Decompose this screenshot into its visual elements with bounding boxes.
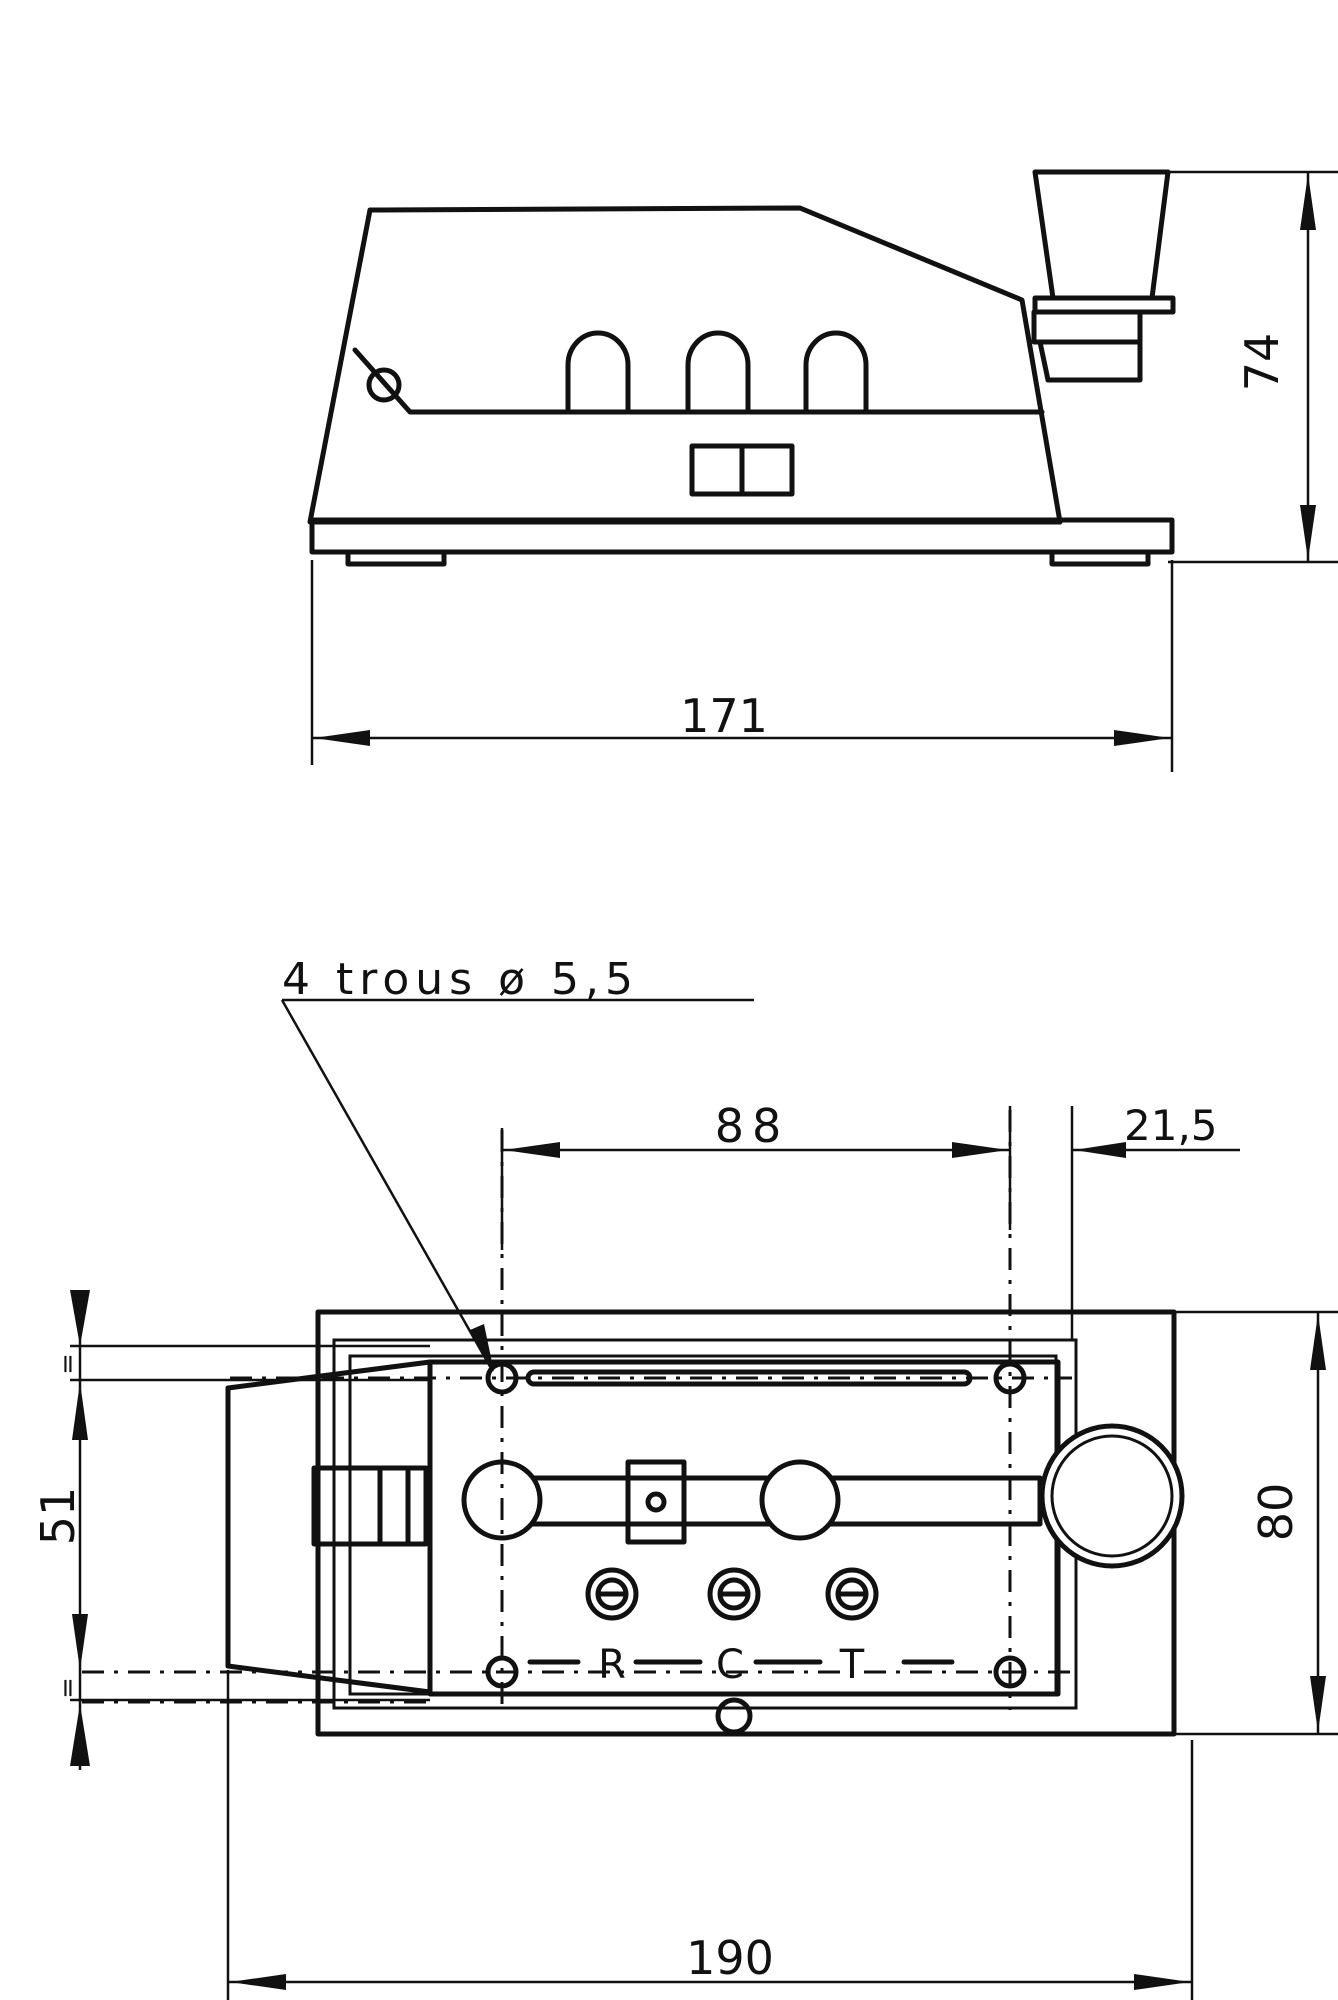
dim-equal-top: =	[53, 1353, 83, 1375]
terminal-label-r: R	[598, 1642, 626, 1688]
dim-74-label: 74	[1235, 333, 1289, 392]
terminal-screw-c	[707, 1567, 761, 1621]
knob-stem	[1031, 309, 1143, 345]
side-view: 74 171	[307, 169, 1338, 772]
knob-neck	[1037, 339, 1143, 383]
dim-equal-bottom: =	[53, 1677, 83, 1699]
top-view: 4 trous ø 5,5	[31, 954, 1338, 2000]
terminal-screw-r	[585, 1567, 639, 1621]
top-body-left	[225, 1359, 433, 1695]
dim-190-label: 190	[686, 1931, 774, 1985]
lever-knob-mid	[759, 1459, 841, 1541]
dim-171: 171	[310, 560, 1174, 772]
top-window	[311, 1465, 429, 1547]
finger-knob-outer	[1039, 1423, 1185, 1569]
terminal-label-c: C	[716, 1642, 744, 1688]
terminal-label-t: T	[839, 1642, 865, 1688]
dim-74: 74	[1080, 170, 1338, 564]
base-plate	[309, 517, 1175, 555]
foot-left	[345, 549, 447, 567]
arch-window-2	[685, 330, 751, 415]
dim-88: 88 21,5	[500, 1099, 1240, 1340]
dim-21-5-label: 21,5	[1124, 1101, 1218, 1150]
dim-51: 51 = =	[31, 1290, 430, 1770]
arch-window-3	[803, 330, 869, 415]
dim-88-label: 88	[715, 1099, 790, 1153]
dim-171-label: 171	[680, 689, 768, 743]
pivot-hole	[366, 367, 402, 403]
lever-clamp	[625, 1459, 687, 1545]
terminal-screw-t	[825, 1567, 879, 1621]
arch-window-1	[565, 330, 631, 415]
bottom-screw	[715, 1697, 753, 1735]
housing-outline	[307, 205, 1063, 525]
foot-right	[1049, 549, 1151, 567]
dim-80-label: 80	[1249, 1483, 1303, 1542]
finger-knob-inner	[1050, 1434, 1174, 1558]
holes-note: 4 trous ø 5,5	[282, 954, 639, 1005]
dim-190: 190	[226, 1670, 1194, 2000]
knob-cap	[1032, 169, 1171, 301]
dim-51-label: 51	[31, 1487, 85, 1546]
housing-recess	[352, 347, 1045, 415]
dim-80: 80	[1174, 1310, 1338, 1736]
